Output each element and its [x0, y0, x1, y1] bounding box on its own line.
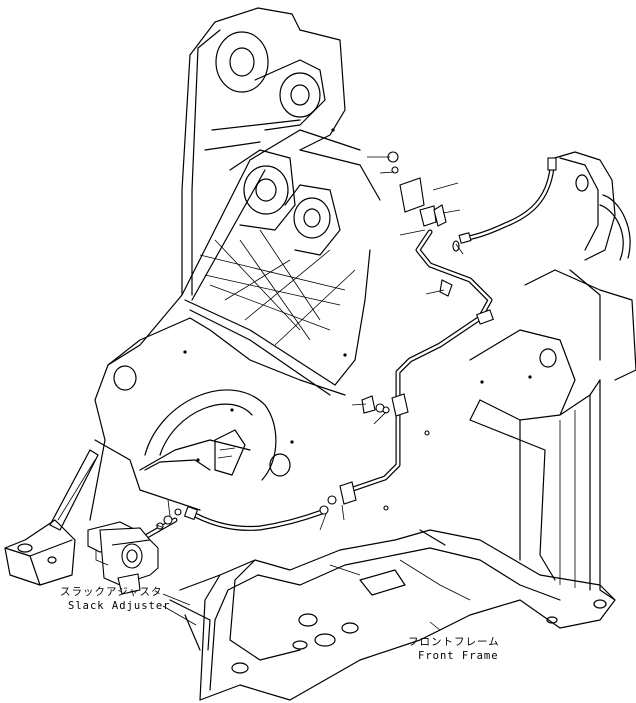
- left-strut: [4, 449, 99, 586]
- rear-pivot-frame: [469, 151, 636, 601]
- slack-adjuster-label-en: Slack Adjuster: [68, 600, 171, 612]
- slack-adjuster: [87, 521, 159, 595]
- brake-hose-assembly: [137, 151, 557, 543]
- callout-leaders: [155, 156, 464, 631]
- slack-adjuster-label-jp: スラックアジャスタ: [60, 586, 163, 598]
- front-frame-label-en: Front Frame: [418, 650, 499, 662]
- boom-structure: [89, 7, 381, 521]
- front-frame: [169, 529, 616, 701]
- front-frame-label-jp: フロントフレーム: [408, 636, 500, 648]
